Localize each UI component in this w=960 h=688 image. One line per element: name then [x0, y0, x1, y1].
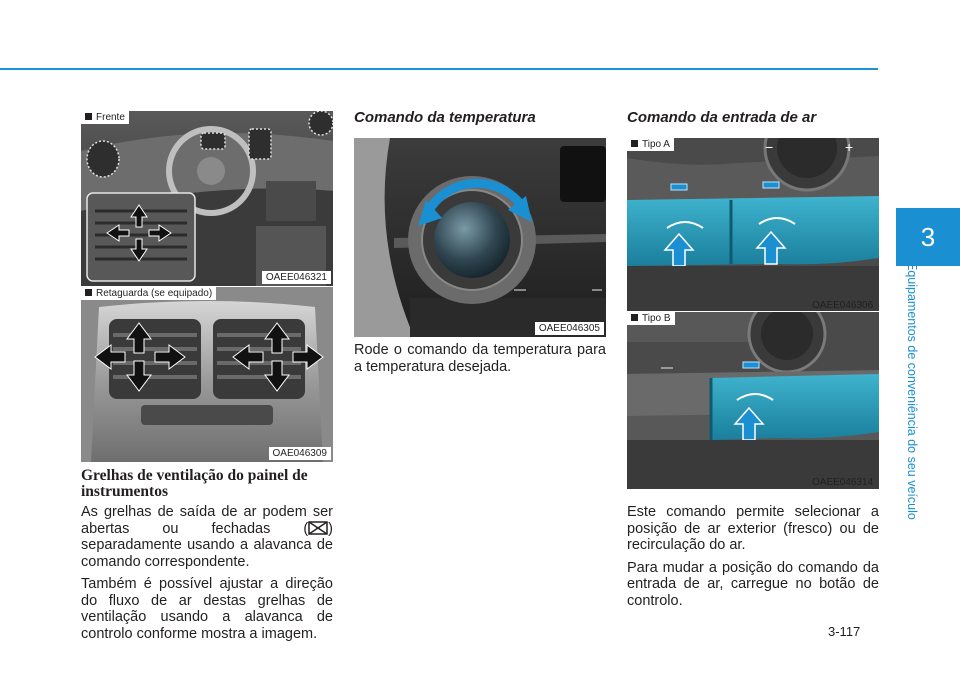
square-bullet-icon: [631, 314, 638, 321]
paragraph: Para mudar a posição do comando da entra…: [627, 559, 879, 609]
section-heading: Comando da temperatura: [354, 109, 536, 126]
section-heading: Grelhas de ventilação do painel de instr…: [81, 467, 308, 500]
chapter-number-tab: 3: [896, 208, 960, 266]
figure-code: OAE046309: [268, 447, 331, 460]
figure-label: Tipo B: [627, 312, 675, 325]
square-bullet-icon: [85, 113, 92, 120]
figure-front-vents: Frente OAEE046321: [81, 111, 333, 286]
body-text: Este comando permite selecionar a posiçã…: [627, 504, 879, 615]
header-rule: [0, 68, 878, 70]
figure-code: OAEE046321: [261, 271, 331, 284]
figure-temperature-knob: OAEE046305: [354, 138, 606, 337]
figure-air-intake-type-b: Tipo B: [627, 312, 879, 489]
square-bullet-icon: [631, 140, 638, 147]
square-bullet-icon: [85, 289, 92, 296]
paragraph: Este comando permite selecionar a posiçã…: [627, 504, 879, 553]
figure-rear-vents: Retaguarda (se equipado) OAE046309: [81, 287, 333, 462]
paragraph: Rode o comando da temperatura para a tem…: [354, 342, 606, 375]
body-text: As grelhas de saída de ar podem ser aber…: [81, 504, 333, 648]
svg-text:−: −: [765, 139, 773, 155]
body-text: Rode o comando da temperatura para a tem…: [354, 342, 606, 381]
figure-label: Retaguarda (se equipado): [81, 287, 217, 300]
figure-air-intake-type-a: − + Tipo A: [627, 138, 879, 311]
paragraph: Também é possível ajustar a direção do f…: [81, 576, 333, 642]
figure-label: Tipo A: [627, 138, 674, 151]
figure-code: OAEE046305: [534, 322, 604, 335]
paragraph: As grelhas de saída de ar podem ser aber…: [81, 504, 333, 570]
figure-label: Frente: [81, 111, 129, 124]
chapter-side-title: Equipamentos de conveniência do seu veíc…: [905, 262, 919, 520]
section-heading: Comando da entrada de ar: [627, 109, 817, 126]
svg-text:+: +: [845, 139, 853, 155]
vent-close-symbol-icon: [308, 520, 328, 535]
figure-code: OAEE046306: [812, 300, 874, 311]
page-number: 3-117: [828, 624, 861, 639]
figure-code: OAEE046314: [812, 477, 874, 488]
